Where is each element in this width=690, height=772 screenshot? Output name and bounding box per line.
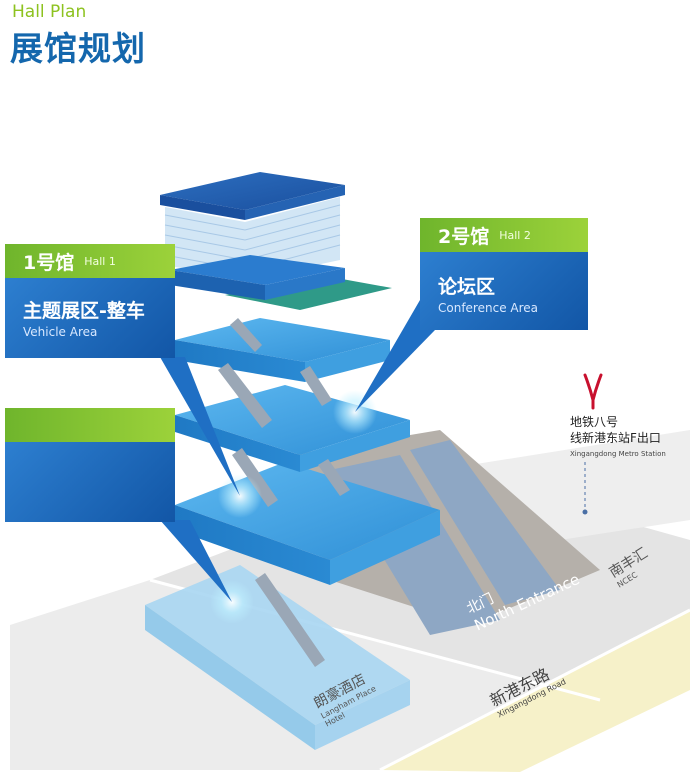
- hall-1-callout: 1号馆 Hall 1 主题展区-整车 Vehicle Area: [5, 244, 175, 358]
- page-title: 展馆规划: [10, 29, 146, 68]
- roof-side-r: [245, 185, 345, 220]
- ground-slab-right: [470, 430, 690, 540]
- hall-2-pointer: [355, 300, 435, 412]
- metro-line-2: 线新港东站F出口: [570, 431, 661, 445]
- top-block-base-side-r: [265, 268, 345, 300]
- bridge-right: [410, 440, 560, 605]
- top-block-base: [170, 255, 345, 285]
- hall-2-label-en: Hall 2: [499, 228, 531, 242]
- metro-en: Xingangdong Metro Station: [570, 450, 666, 458]
- floor-1-side: [145, 605, 315, 750]
- hall-1-body: 主题展区-整车 Vehicle Area: [5, 278, 175, 358]
- floor-2-side-r: [330, 510, 440, 585]
- hall-2-callout: 2号馆 Hall 2 论坛区 Conference Area: [420, 218, 588, 330]
- top-block-base-side: [170, 270, 265, 300]
- hall-1-header: 1号馆 Hall 1: [5, 244, 175, 278]
- hall-2-body: 论坛区 Conference Area: [420, 252, 588, 330]
- blank-callout: [5, 408, 175, 522]
- hall-2-area-en: Conference Area: [438, 301, 539, 315]
- floor-3-side-r: [300, 420, 410, 472]
- metro-label: 地铁八号 线新港东站F出口 Xingangdong Metro Station: [570, 414, 666, 462]
- floor-2-side: [175, 505, 330, 585]
- hall-1-label-en: Hall 1: [84, 254, 116, 268]
- hall-1-area-en: Vehicle Area: [23, 325, 98, 339]
- blank-callout-body: [5, 442, 175, 522]
- escalators: [218, 318, 350, 667]
- hall-1-pointer: [160, 357, 240, 496]
- floor-4-side-r: [305, 340, 390, 382]
- floor-1-side-r: [315, 680, 410, 750]
- road-edge: [379, 608, 690, 772]
- blank-callout-header: [5, 408, 175, 442]
- hall-2-header: 2号馆 Hall 2: [420, 218, 588, 252]
- floor-4-top: [175, 318, 390, 362]
- hall-1-number: 1号馆: [23, 251, 75, 274]
- hall-1-area-zh: 主题展区-整车: [23, 300, 145, 322]
- hall-2-number: 2号馆: [438, 225, 490, 248]
- metro-point: [582, 509, 588, 515]
- green-terrace: [225, 275, 392, 310]
- roof-side: [160, 195, 245, 220]
- hall-2-area-zh: 论坛区: [438, 276, 496, 298]
- blank-pointer: [160, 520, 232, 602]
- page-title-en: Hall Plan: [12, 2, 87, 22]
- floor-4-side: [175, 340, 305, 382]
- roof-top: [160, 172, 345, 210]
- metro-line-1: 地铁八号: [570, 415, 619, 429]
- floor-3-top: [175, 385, 410, 455]
- metro-logo-icon: [583, 373, 603, 410]
